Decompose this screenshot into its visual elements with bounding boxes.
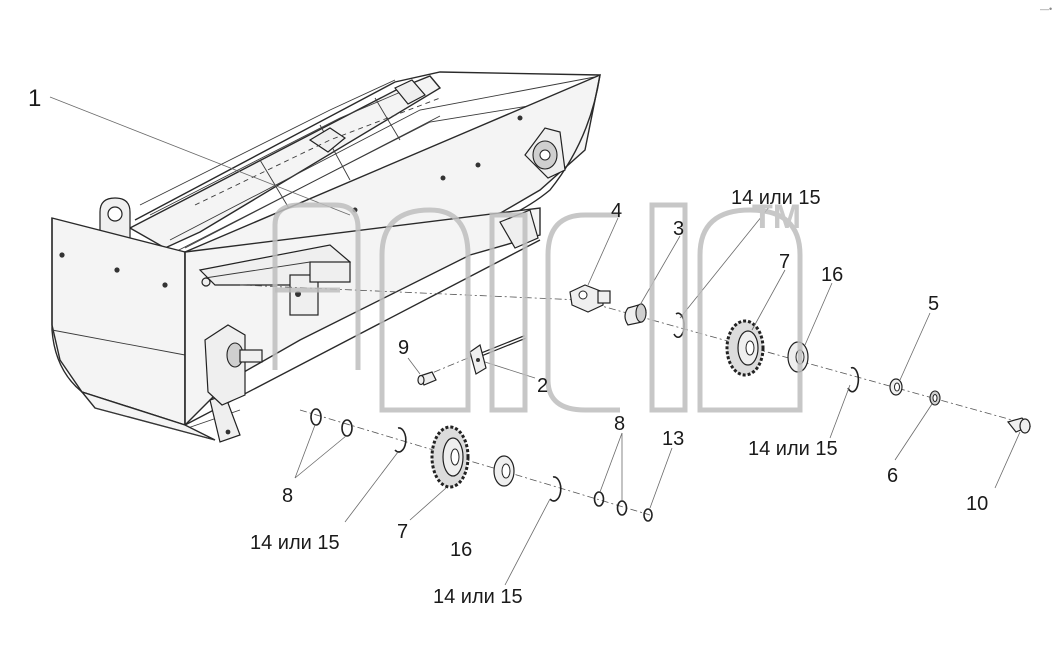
part-3-bushing [624, 303, 647, 326]
part-8-rings-lower-right [593, 491, 628, 516]
part-10-bolt [1006, 417, 1032, 434]
label-16-upper: 16 [821, 264, 843, 286]
part-7-sprocket-lower [430, 425, 470, 489]
label-14-or-15-bottom: 14 или 15 [433, 586, 523, 608]
part-9-bolt [417, 371, 437, 386]
label-16-lower: 16 [450, 539, 472, 561]
label-13: 13 [662, 428, 684, 450]
label-1: 1 [28, 85, 41, 112]
label-7-lower: 7 [397, 521, 408, 543]
label-4: 4 [611, 200, 622, 222]
label-8-left: 8 [282, 485, 293, 507]
part-13-ring [643, 508, 653, 522]
label-14-or-15-left: 14 или 15 [250, 532, 340, 554]
corner-mark: —• [1040, 4, 1052, 14]
part-5-washer [889, 378, 903, 396]
label-2: 2 [537, 375, 548, 397]
watermark-trademark: TM [752, 198, 801, 236]
label-8-right: 8 [614, 413, 625, 435]
label-3: 3 [673, 218, 684, 240]
label-14-or-15-top: 14 или 15 [731, 187, 821, 209]
retaining-ring-lower-mid [549, 476, 562, 502]
retaining-ring-lower-left [394, 427, 407, 453]
label-7-upper: 7 [779, 251, 790, 273]
part-7-sprocket-upper [725, 319, 765, 377]
part-labels: 1 2 3 4 5 6 7 7 8 8 9 10 13 16 16 14 или… [28, 85, 988, 608]
part-4-yoke [569, 284, 611, 313]
label-9: 9 [398, 337, 409, 359]
label-14-or-15-right: 14 или 15 [748, 438, 838, 460]
part-6-spring-washer [929, 390, 941, 406]
label-10: 10 [966, 493, 988, 515]
label-5: 5 [928, 293, 939, 315]
retaining-ring-right [847, 366, 860, 393]
watermark-logo: TM [272, 198, 803, 413]
label-6: 6 [887, 465, 898, 487]
part-16-bearing-lower [493, 455, 515, 487]
part-2-pin [469, 335, 526, 375]
part-8-rings-lower-left [310, 408, 353, 437]
leader-lines [49, 96, 1021, 586]
frame-assembly [51, 71, 601, 443]
